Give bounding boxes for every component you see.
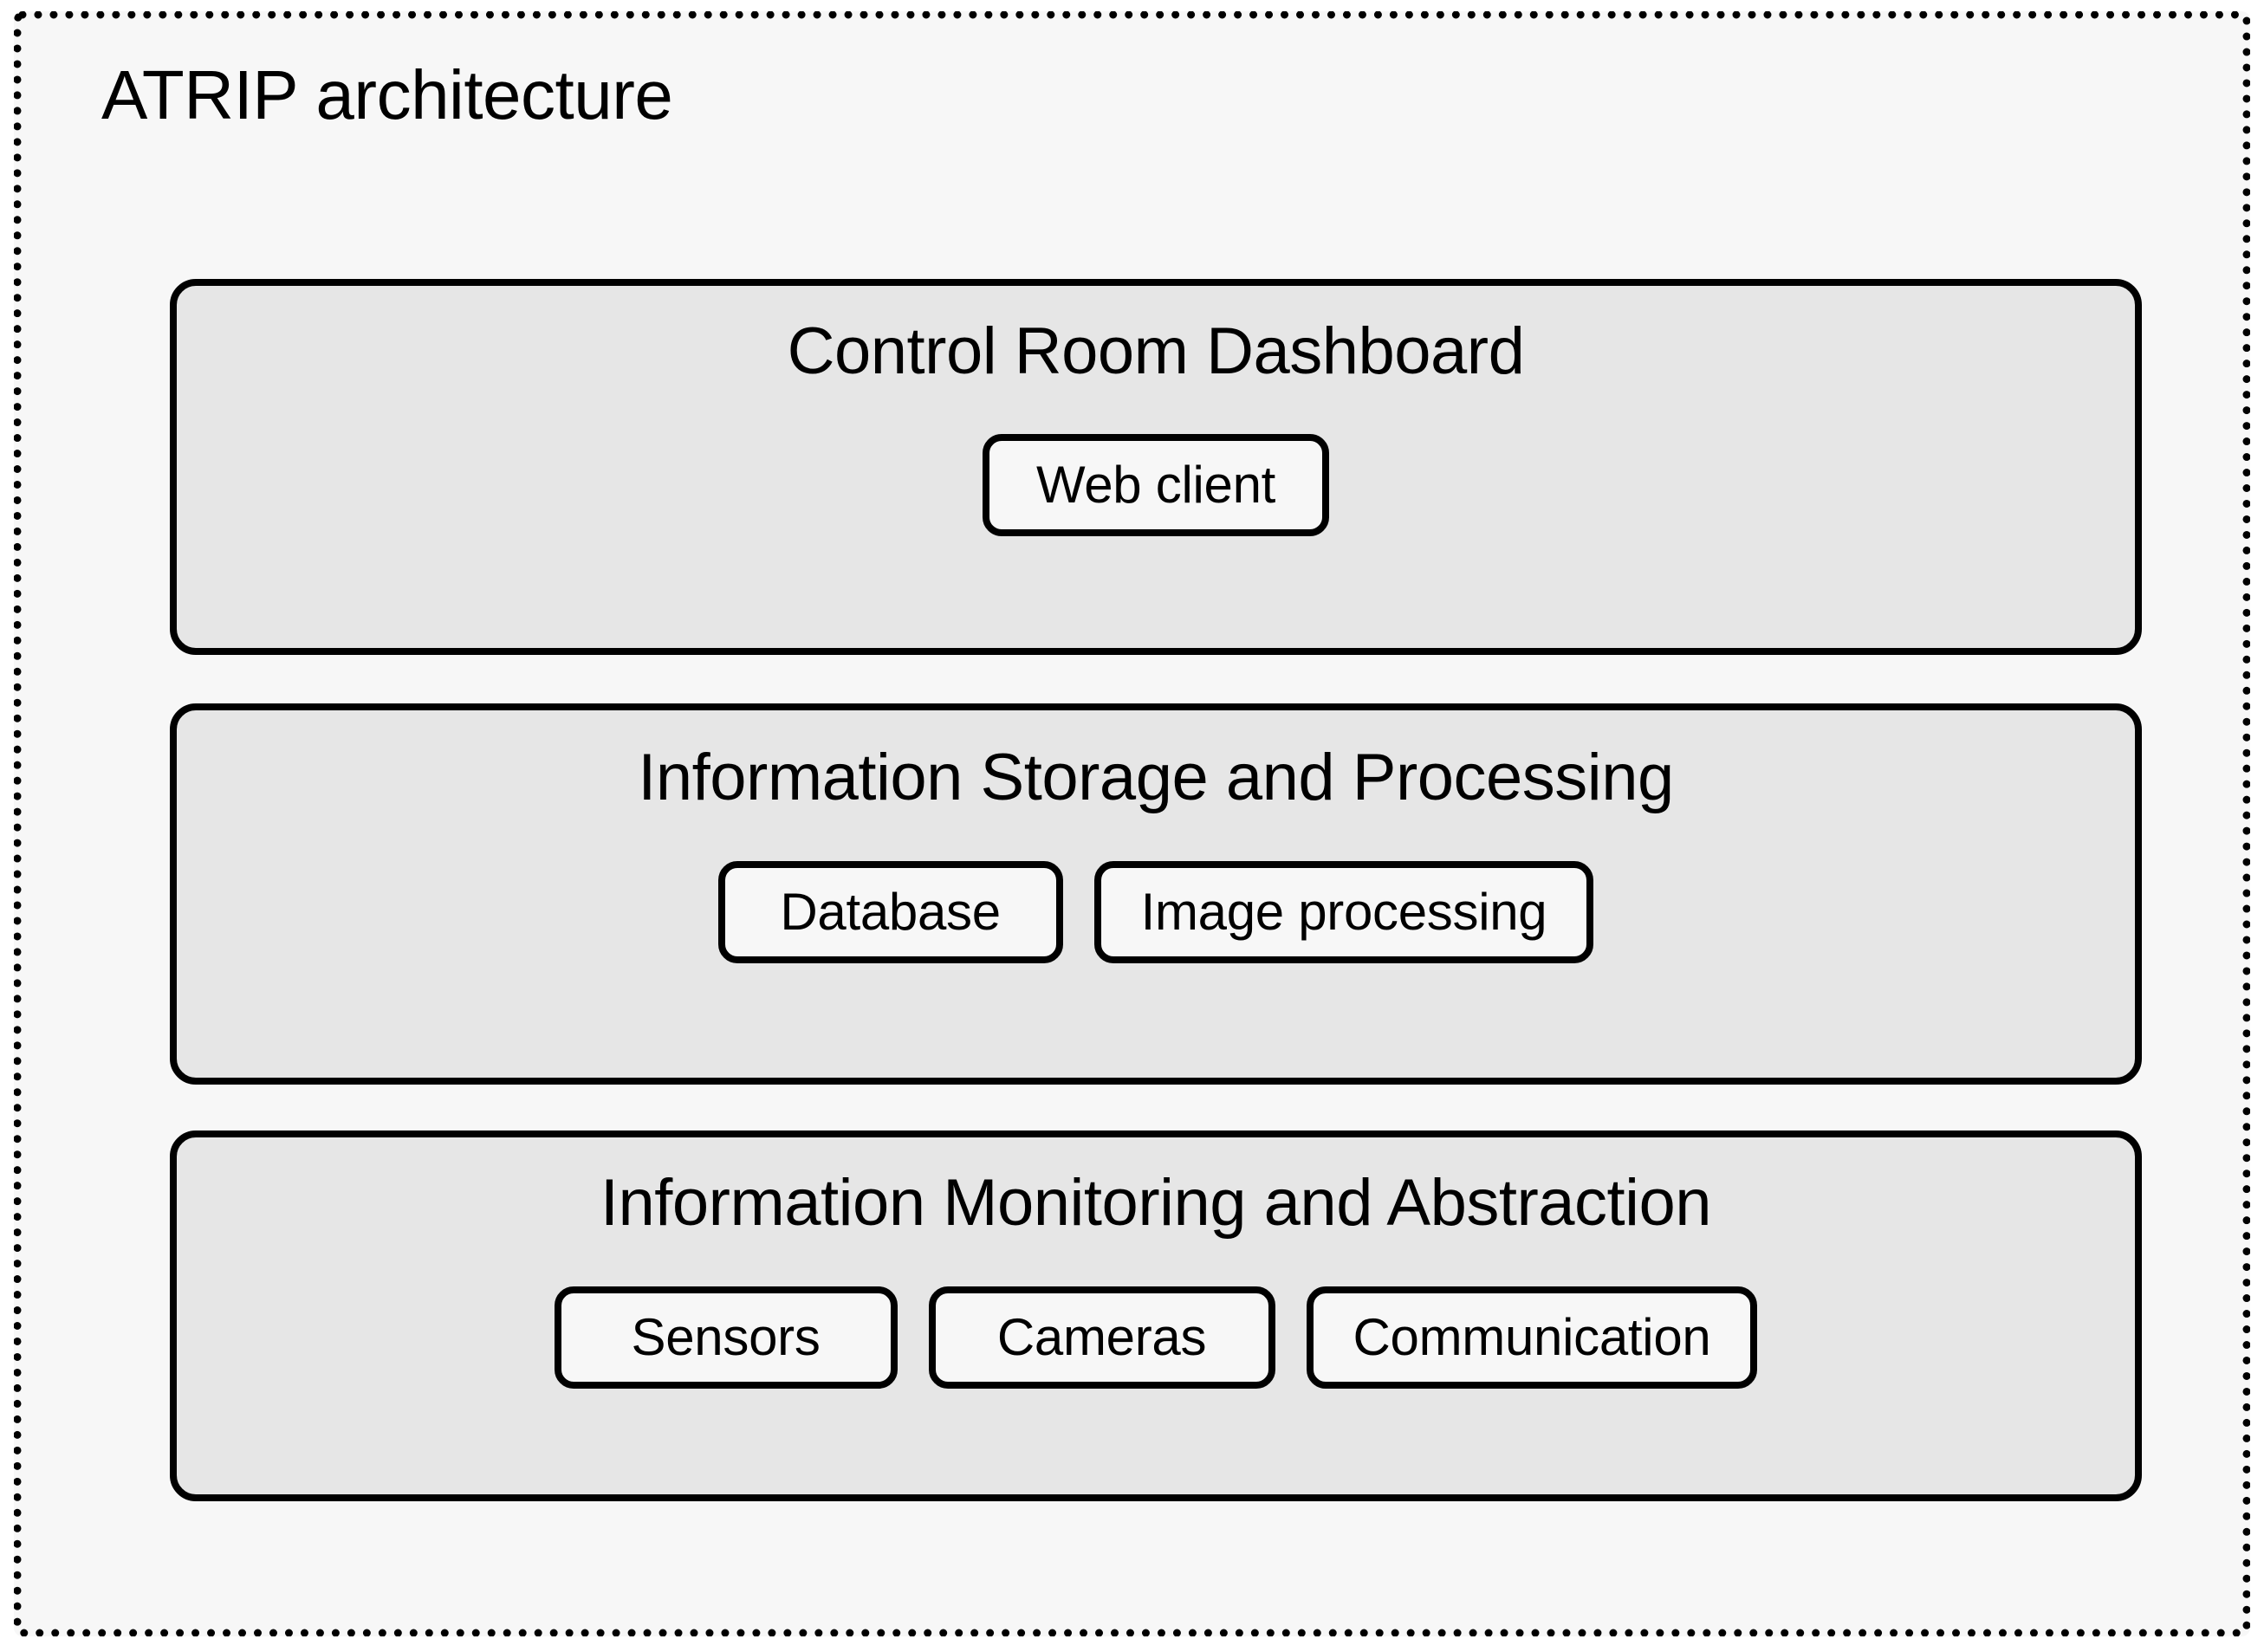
component-row-information-monitoring-and-abstraction: Sensors Cameras Communication: [177, 1286, 2135, 1389]
component-label-image-processing: Image processing: [1140, 883, 1547, 941]
architecture-diagram-frame: ATRIP architecture Control Room Dashboar…: [14, 11, 2250, 1636]
layer-title-information-monitoring-and-abstraction: Information Monitoring and Abstraction: [600, 1166, 1712, 1240]
layer-information-storage-and-processing: Information Storage and Processing Datab…: [170, 703, 2142, 1085]
layer-information-monitoring-and-abstraction: Information Monitoring and Abstraction S…: [170, 1130, 2142, 1501]
component-row-control-room-dashboard: Web client: [177, 434, 2135, 536]
component-label-communication: Communication: [1353, 1308, 1711, 1366]
component-row-information-storage-and-processing: Database Image processing: [177, 861, 2135, 963]
component-database[interactable]: Database: [717, 861, 1063, 963]
component-image-processing[interactable]: Image processing: [1093, 861, 1594, 963]
component-label-cameras: Cameras: [996, 1308, 1207, 1366]
component-label-sensors: Sensors: [631, 1308, 821, 1366]
diagram-title: ATRIP architecture: [101, 56, 673, 133]
layer-control-room-dashboard: Control Room Dashboard Web client: [170, 279, 2142, 655]
component-sensors[interactable]: Sensors: [554, 1286, 898, 1389]
component-cameras[interactable]: Cameras: [928, 1286, 1275, 1389]
component-web-client[interactable]: Web client: [983, 434, 1329, 536]
component-communication[interactable]: Communication: [1306, 1286, 1758, 1389]
component-label-web-client: Web client: [1035, 456, 1276, 514]
layer-title-control-room-dashboard: Control Room Dashboard: [787, 314, 1525, 388]
component-label-database: Database: [780, 883, 1001, 941]
layer-title-information-storage-and-processing: Information Storage and Processing: [638, 741, 1674, 814]
